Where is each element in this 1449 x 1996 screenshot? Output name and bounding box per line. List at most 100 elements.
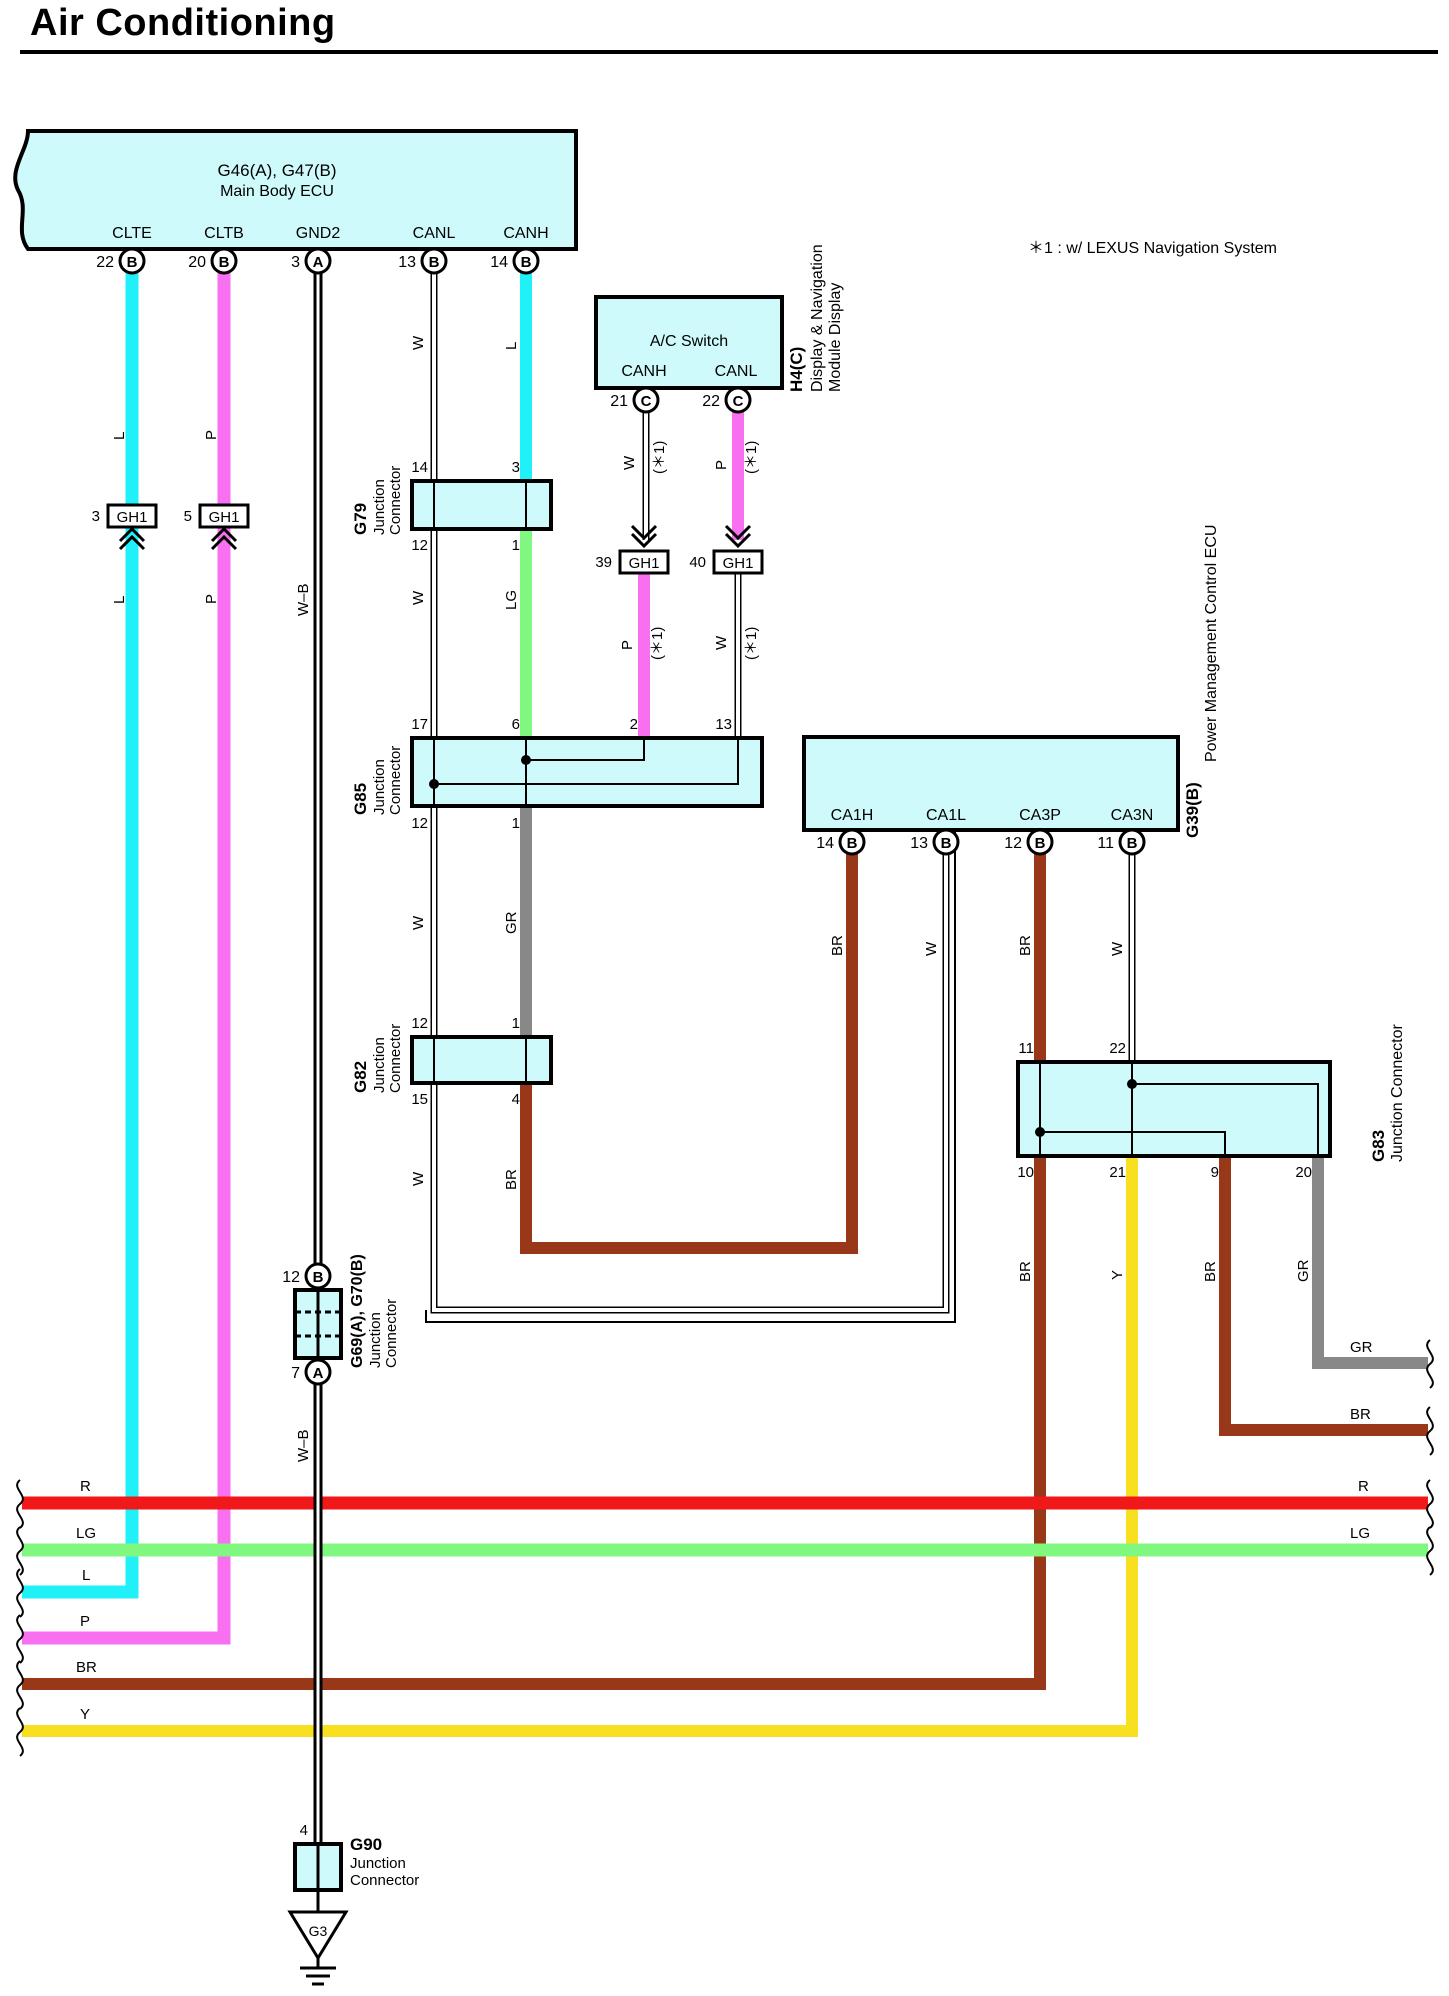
g85-desc1: Junction	[371, 759, 388, 815]
pmc-pin-ca1h: CA1H	[831, 807, 874, 824]
lbl-opt-3: (＊1)	[649, 627, 666, 660]
h4-id: H4(C)	[787, 347, 806, 392]
lbl-w-8: W	[1109, 941, 1126, 956]
gh1-connector-5: GH1 5	[184, 503, 250, 551]
pin-num-cltb: 20	[188, 254, 206, 271]
pin-conn-gnd2: A	[313, 254, 324, 271]
pmc-conn-2: B	[941, 835, 952, 852]
gh1-label-40: GH1	[723, 555, 754, 572]
pmc-id: G39(B)	[1183, 782, 1202, 838]
lbl-opt-1: (＊1)	[651, 441, 668, 474]
g83-pin-11: 11	[1018, 1040, 1034, 1057]
lbl-br-right: BR	[1350, 1406, 1371, 1423]
main-ecu-pins: B 22 B 20 A 3 B 13 B 14	[96, 247, 540, 275]
g90-desc2: Connector	[350, 1872, 419, 1889]
lbl-w-6: W	[713, 635, 730, 650]
g82-desc2: Connector	[387, 1024, 404, 1093]
g85-desc2: Connector	[387, 746, 404, 815]
lbl-lg-right: LG	[1350, 1525, 1370, 1542]
lbl-opt-4: (＊1)	[743, 627, 760, 660]
gh1-label-39: GH1	[629, 555, 660, 572]
g69-g70-connector: B 12 A 7	[282, 1262, 343, 1386]
lbl-gr-right: GR	[1350, 1339, 1373, 1356]
main-body-ecu: G46(A), G47(B) Main Body ECU CLTE CLTB G…	[13, 129, 578, 251]
g85-pin-1: 1	[512, 815, 520, 832]
g85-pin-13: 13	[715, 716, 732, 733]
lbl-gr-2: GR	[1295, 1259, 1312, 1282]
g82-pin-4: 4	[512, 1091, 520, 1108]
g69-pin-bot: 7	[291, 1365, 300, 1382]
g90-id: G90	[350, 1835, 382, 1854]
lbl-r-right: R	[1358, 1478, 1369, 1495]
pmc-num-14: 14	[816, 835, 834, 852]
g85-pin-2: 2	[630, 716, 638, 733]
wire-g83-20	[1312, 1156, 1428, 1369]
pin-num-clte: 22	[96, 254, 114, 271]
lbl-w-7: W	[923, 941, 940, 956]
lbl-w-3: W	[410, 915, 427, 930]
g79-desc2: Connector	[387, 466, 404, 535]
gh1-connector-3: GH1 3	[92, 503, 158, 551]
gh1-connector-39: GH1 39	[595, 524, 670, 575]
main-ecu-subtitle: Main Body ECU	[220, 183, 334, 200]
g83-id: G83	[1369, 1130, 1388, 1162]
pin-label-cltb: CLTB	[204, 225, 244, 242]
ac-switch-canl: CANL	[715, 363, 758, 380]
gh1-label-5: GH1	[209, 509, 240, 526]
title-rule	[20, 50, 1438, 54]
lbl-wb-2: W–B	[295, 1429, 312, 1462]
ac-switch-box: A/C Switch CANH CANL C 21 C 22	[594, 295, 784, 414]
g79-connector: 14 3 12 1	[410, 459, 553, 554]
g85-pin-12: 12	[411, 815, 428, 832]
g69-conn-bot: A	[313, 1365, 324, 1382]
lbl-p-2: P	[203, 594, 220, 604]
pin-label-canl: CANL	[413, 225, 456, 242]
g83-pin-9: 9	[1211, 1164, 1219, 1181]
ac-pin-conn-canh: C	[641, 393, 652, 410]
lbl-p-3: P	[713, 460, 730, 470]
lbl-y-left: Y	[80, 1706, 90, 1723]
pin-label-gnd2: GND2	[296, 225, 341, 242]
gh1-connector-40: GH1 40	[689, 524, 764, 575]
pin-conn-canh: B	[521, 254, 532, 271]
note-nav-system: ＊1 : w/ LEXUS Navigation System	[1028, 240, 1277, 257]
g82-connector: 12 1 15 4	[410, 1015, 553, 1108]
pin-conn-cltb: B	[219, 254, 230, 271]
pin-num-canl: 13	[398, 254, 416, 271]
gh1-pin-3: 3	[92, 508, 100, 525]
g83-connector: 11 22 10 21 9 20	[1016, 1040, 1332, 1181]
gh1-pin-39: 39	[595, 554, 612, 571]
g82-id: G82	[351, 1061, 370, 1093]
pmc-num-12: 12	[1004, 835, 1022, 852]
gh1-pin-5: 5	[184, 508, 192, 525]
g79-pin-1: 1	[512, 537, 520, 554]
pmc-pin-ca1l: CA1L	[926, 807, 966, 824]
g83-pin-20: 20	[1295, 1164, 1312, 1181]
lbl-wb-1: W–B	[295, 583, 312, 616]
pin-num-gnd2: 3	[291, 254, 300, 271]
pin-conn-clte: B	[127, 254, 138, 271]
g69-conn-top: B	[313, 1269, 324, 1286]
ac-switch-label: A/C Switch	[650, 333, 728, 350]
lbl-br-2: BR	[829, 935, 846, 956]
g79-pin-12: 12	[411, 537, 428, 554]
lbl-br-5: BR	[1202, 1261, 1219, 1282]
g82-pin-12: 12	[411, 1015, 428, 1032]
pmc-num-11: 11	[1097, 835, 1114, 852]
pmc-num-13: 13	[910, 835, 928, 852]
lbl-opt-2: (＊1)	[743, 441, 760, 474]
wire-cltb	[22, 272, 231, 1645]
lbl-w-4: W	[410, 1171, 427, 1186]
lbl-l-3: L	[503, 342, 520, 350]
wire-g83-9	[1219, 1156, 1428, 1436]
lbl-w-2: W	[410, 590, 427, 605]
lbl-w-5: W	[621, 455, 638, 470]
g69-desc2: Connector	[383, 1299, 400, 1368]
lbl-lg-left: LG	[76, 1525, 96, 1542]
lbl-br-left: BR	[76, 1659, 97, 1676]
h4-label: H4(C)	[787, 347, 806, 392]
g85-pin-17: 17	[411, 716, 428, 733]
g83-pin-22: 22	[1109, 1040, 1126, 1057]
lbl-lg-1: LG	[503, 590, 520, 610]
g69-pin-top: 12	[282, 1269, 300, 1286]
